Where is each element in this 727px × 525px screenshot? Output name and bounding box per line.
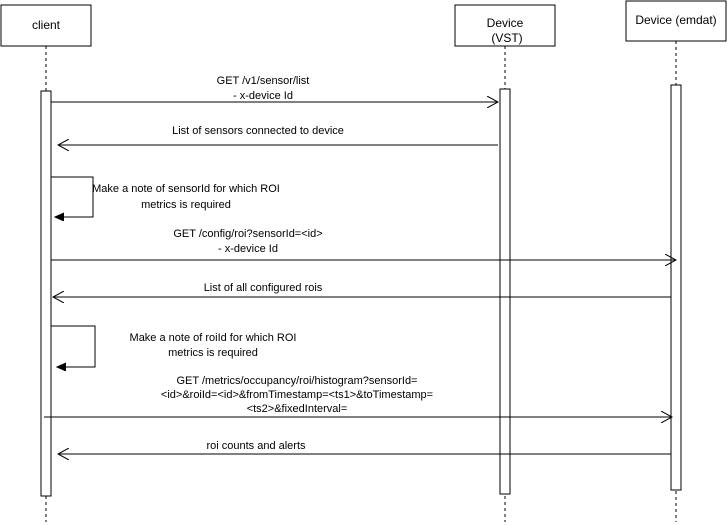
message-label: - x-device Id xyxy=(233,90,293,102)
message-label: metrics is required xyxy=(168,347,258,359)
message-get-roi-histogram[interactable]: GET /metrics/occupancy/roi/histogram?sen… xyxy=(44,375,672,417)
message-label: GET /metrics/occupancy/roi/histogram?sen… xyxy=(177,375,418,387)
self-message-note-roi-id[interactable]: Make a note of roiId for which ROI metri… xyxy=(51,325,297,367)
message-get-sensor-list[interactable]: GET /v1/sensor/list - x-device Id xyxy=(51,75,498,102)
activation-emdat xyxy=(670,84,682,491)
participant-emdat[interactable]: Device (emdat) xyxy=(625,0,727,42)
message-roi-counts-response[interactable]: roi counts and alerts xyxy=(58,440,671,454)
message-label: - x-device Id xyxy=(218,243,278,255)
message-get-config-roi[interactable]: GET /config/roi?sensorId=<id> - x-device… xyxy=(51,228,676,260)
message-label: metrics is required xyxy=(141,199,231,211)
activation-vst xyxy=(499,88,511,495)
message-label: GET /config/roi?sensorId=<id> xyxy=(173,228,322,240)
message-label: <id>&roiId=<id>&fromTimestamp=<ts1>&toTi… xyxy=(161,389,433,401)
message-label: Make a note of sensorId for which ROI xyxy=(92,183,280,195)
participant-client-label: client xyxy=(32,18,61,32)
message-label: GET /v1/sensor/list xyxy=(217,75,310,87)
message-roi-list-response[interactable]: List of all configured rois xyxy=(53,282,671,297)
participant-vst-sublabel: (VST) xyxy=(491,31,522,45)
message-sensor-list-response[interactable]: List of sensors connected to device xyxy=(58,125,498,145)
participant-vst[interactable]: Device (VST) xyxy=(454,4,556,47)
participant-emdat-label: Device (emdat) xyxy=(635,13,716,27)
message-label: Make a note of roiId for which ROI xyxy=(130,332,297,344)
message-label: List of all configured rois xyxy=(204,282,323,294)
message-label: List of sensors connected to device xyxy=(172,125,344,137)
participant-vst-label: Device xyxy=(487,16,524,30)
message-label: <ts2>&fixedInterval= xyxy=(247,403,348,415)
activation-client xyxy=(40,90,52,497)
self-message-note-sensor-id[interactable]: Make a note of sensorId for which ROI me… xyxy=(51,176,280,217)
message-label: roi counts and alerts xyxy=(206,440,306,452)
participant-client[interactable]: client xyxy=(0,4,92,47)
